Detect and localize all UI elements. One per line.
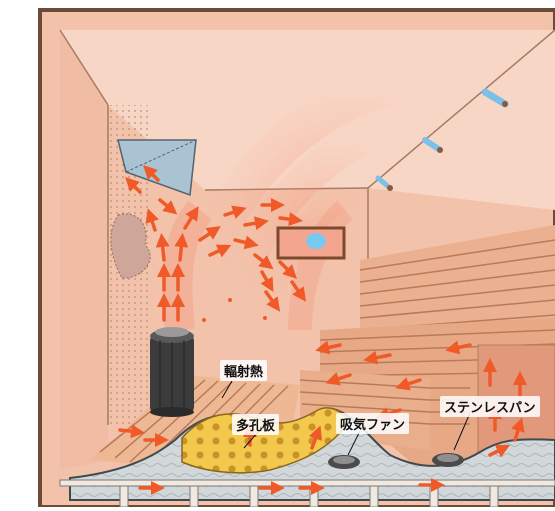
label-stainless-pan: ステンレスパン	[440, 396, 540, 417]
label-radiant-heat: 輻射熱	[220, 360, 267, 381]
label-intake-fan: 吸気ファン	[336, 413, 409, 434]
heater-stove-icon	[150, 327, 194, 417]
window-icon	[278, 228, 344, 258]
left-wall	[60, 30, 108, 470]
label-perforated-board: 多孔板	[232, 414, 279, 435]
